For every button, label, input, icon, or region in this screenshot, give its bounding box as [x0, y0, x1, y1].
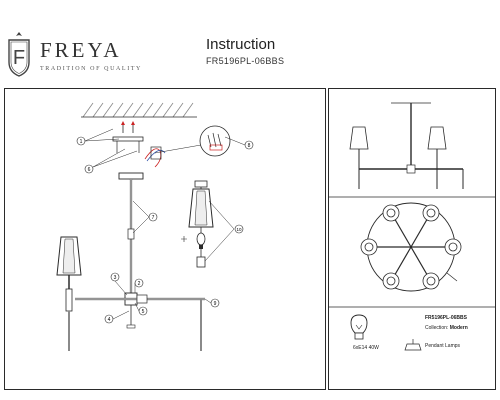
bulb-icon	[350, 314, 368, 340]
document-title: Instruction	[206, 36, 276, 53]
collection-value: Modern	[449, 325, 468, 331]
callout-label: 4	[108, 317, 111, 323]
collection-label: Collection:	[425, 325, 449, 331]
callout-label: 2	[138, 281, 141, 287]
callout-label: 6	[88, 167, 91, 173]
callout-label: 3	[114, 275, 117, 281]
callout-label: 5	[142, 309, 145, 315]
bulb-spec: 6xE14 40W	[353, 345, 379, 351]
brand-tagline: TRADITION OF QUALITY	[40, 66, 142, 72]
callout-label: 9	[214, 301, 217, 307]
ceiling-hatch	[82, 102, 194, 118]
side-views	[329, 102, 495, 351]
callout-label: 10	[236, 227, 242, 232]
lamp-type: Pendant Lamps	[425, 343, 461, 349]
freya-logo-icon: F	[8, 32, 30, 77]
logo-letter: F	[13, 47, 25, 69]
pendant-lamp-icon	[404, 339, 422, 351]
callout-label: 1	[80, 139, 83, 145]
spec-frame: 6xE14 40W FR5196PL-06BBS Collection: Mod…	[328, 88, 496, 390]
callout-label: 8	[248, 143, 251, 149]
assembly-diagram: 1 2 3 4 5 6 7 8 9 10	[56, 102, 254, 351]
model-code: FR5196PL-06BBS	[206, 56, 285, 66]
article-label: FR5196PL-06BBS	[425, 315, 467, 321]
brand-name: FREYA	[40, 38, 122, 62]
callouts: 1 2 3 4 5 6 7 8 9 10	[76, 136, 254, 324]
callout-label: 7	[152, 215, 155, 221]
assembly-diagram-frame: 1 2 3 4 5 6 7 8 9 10	[4, 88, 326, 390]
